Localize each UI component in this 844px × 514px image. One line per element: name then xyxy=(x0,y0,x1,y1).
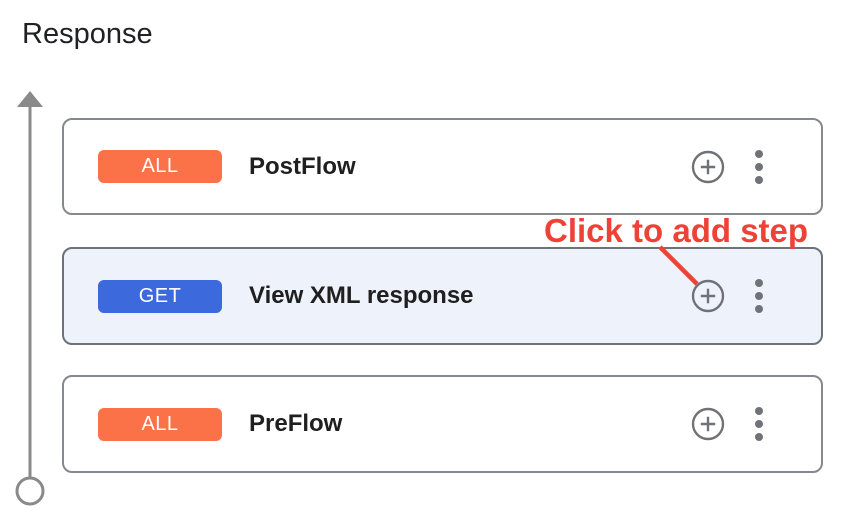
card-actions xyxy=(691,407,764,441)
method-badge: ALL xyxy=(98,407,222,441)
kebab-menu-icon xyxy=(755,149,763,184)
kebab-menu-button[interactable] xyxy=(754,407,764,441)
open-circle-icon xyxy=(15,476,45,506)
flow-card-name: PostFlow xyxy=(249,152,356,180)
plus-circle-icon xyxy=(691,407,725,441)
plus-circle-icon xyxy=(691,279,725,313)
flow-card-name: PreFlow xyxy=(249,410,343,437)
annotation-label: Click to add step xyxy=(544,212,809,249)
add-step-button[interactable] xyxy=(691,279,725,313)
flow-card-name: View XML response xyxy=(249,282,474,309)
method-badge: GET xyxy=(98,279,222,313)
method-badge: ALL xyxy=(98,150,222,183)
flow-direction-rail xyxy=(15,91,45,506)
flow-card-postflow[interactable]: ALL PostFlow xyxy=(62,118,823,215)
add-step-button[interactable] xyxy=(691,150,725,184)
arrow-up-icon xyxy=(17,91,43,107)
kebab-menu-icon xyxy=(755,407,763,441)
card-actions xyxy=(691,149,764,184)
add-step-button[interactable] xyxy=(691,407,725,441)
kebab-menu-icon xyxy=(755,279,763,313)
card-actions xyxy=(691,279,764,313)
kebab-menu-button[interactable] xyxy=(754,149,764,184)
flow-card-view-xml-response[interactable]: GET View XML response xyxy=(62,247,823,345)
plus-circle-icon xyxy=(691,150,725,183)
kebab-menu-button[interactable] xyxy=(754,279,764,313)
page-title: Response xyxy=(22,18,153,50)
flow-card-preflow[interactable]: ALL PreFlow xyxy=(62,375,823,473)
